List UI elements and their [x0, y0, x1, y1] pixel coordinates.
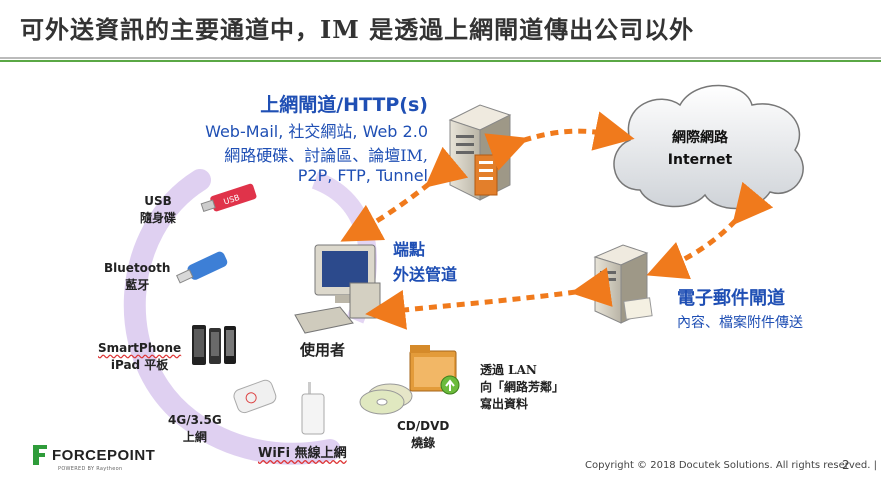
forcepoint-logo-text: FORCEPOINT	[52, 447, 156, 464]
usb-drive-icon: USB	[200, 183, 257, 213]
email-channel-subtitle: 內容、檔案附件傳送	[677, 315, 803, 331]
smartphone-label-line-1: SmartPhone	[98, 341, 182, 355]
wifi-router-icon	[301, 382, 325, 435]
cd-dvd-label-line-1: CD/DVD	[397, 419, 450, 433]
lan-label-line-2: 向「網路芳鄰」	[480, 380, 565, 394]
bluetooth-label-line-1: Bluetooth	[104, 261, 171, 275]
endpoint-line-2: 外送管道	[393, 265, 458, 284]
usb-label-line-1: USB	[144, 194, 172, 208]
bluetooth-label: Bluetooth 藍牙	[104, 260, 170, 294]
smartphone-label: SmartPhone iPad 平板	[98, 340, 181, 374]
http-channel-line-1: Web-Mail, 社交網站, Web 2.0	[205, 122, 428, 141]
wifi-label: WiFi 無線上網	[258, 445, 347, 462]
internet-label: 網際網路 Internet	[640, 127, 760, 171]
slide-title: 可外送資訊的主要通道中，IM 是透過上網閘道傳出公司以外	[20, 15, 695, 44]
lan-label: 透過 LAN 向「網路芳鄰」 寫出資料	[480, 362, 564, 413]
mobile-network-label-line-1: 4G/3.5G	[168, 413, 222, 427]
http-channel-line-3: P2P, FTP, Tunnel	[297, 166, 428, 185]
title-divider	[0, 57, 881, 59]
cd-dvd-icon	[359, 383, 413, 415]
cd-dvd-label: CD/DVD 燒錄	[397, 418, 449, 452]
mobile-network-label: 4G/3.5G 上網	[168, 412, 222, 446]
http-channel-line-2: 網路硬碟、討論區、論壇IM,	[224, 146, 428, 165]
user-computer	[294, 244, 381, 334]
bluetooth-label-line-2: 藍牙	[125, 278, 150, 292]
arrow-email-to-user	[365, 267, 613, 330]
endpoint-channel-label: 端點 外送管道	[393, 237, 457, 287]
email-channel-title: 電子郵件閘道	[677, 288, 785, 309]
internet-label-en: Internet	[667, 152, 733, 168]
arrow-server-to-cloud	[484, 111, 635, 171]
page-number: 2	[842, 458, 850, 472]
smartphone-icon	[192, 325, 236, 365]
mobile-modem-icon	[233, 379, 277, 414]
arrow-cloud-to-email	[646, 181, 774, 280]
smartphone-label-line-2: iPad 平板	[110, 358, 169, 372]
wifi-label-line-1: WiFi 無線上網	[258, 446, 347, 461]
lan-label-line-3: 寫出資料	[480, 397, 529, 411]
forcepoint-logo-mark	[33, 445, 47, 465]
arrow-server-to-user	[340, 146, 469, 242]
title-accent-line	[0, 60, 881, 62]
network-folder-icon	[409, 345, 460, 395]
http-gateway-server	[448, 104, 512, 201]
bluetooth-dongle-icon	[176, 251, 228, 284]
user-label: 使用者	[300, 341, 346, 359]
usb-label: USB 隨身碟	[140, 193, 176, 227]
email-gateway-server	[593, 244, 653, 324]
cd-dvd-label-line-2: 燒錄	[411, 436, 436, 450]
mobile-network-label-line-2: 上網	[182, 430, 207, 444]
footer-copyright: Copyright © 2018 Docutek Solutions. All …	[585, 460, 877, 471]
forcepoint-logo-subtitle: POWERED BY Raytheon	[58, 466, 123, 472]
device-arc	[123, 169, 341, 465]
internet-label-zh: 網際網路	[672, 130, 728, 146]
endpoint-line-1: 端點	[393, 240, 426, 259]
usb-label-line-2: 隨身碟	[140, 211, 177, 225]
http-channel-title: 上網閘道/HTTP(s)	[260, 94, 428, 116]
lan-label-line-1: 透過 LAN	[480, 363, 537, 377]
